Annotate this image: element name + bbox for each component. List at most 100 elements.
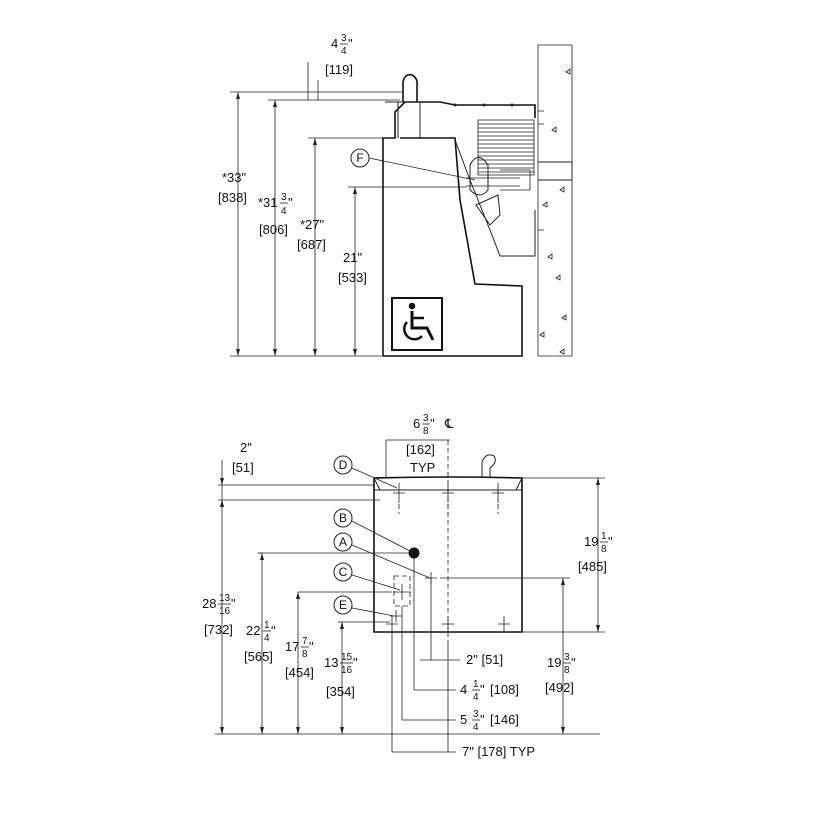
svg-text:[492]: [492] <box>545 680 574 695</box>
svg-text:[108]: [108] <box>490 682 519 697</box>
svg-text:6: 6 <box>413 416 420 431</box>
dim-horiz-3: 5 3 4 " [146] <box>460 709 519 733</box>
svg-text:19: 19 <box>547 655 561 670</box>
svg-text:[533]: [533] <box>338 270 367 285</box>
dim-spacing: 6 3 8 " ℄ [162] TYP <box>406 413 454 475</box>
svg-text:TYP: TYP <box>410 460 435 475</box>
svg-text:3: 3 <box>281 192 287 203</box>
svg-text:16: 16 <box>219 606 231 617</box>
svg-text:*31: *31 <box>258 195 278 210</box>
svg-text:*33": *33" <box>222 170 247 185</box>
svg-text:[687]: [687] <box>297 237 326 252</box>
svg-text:19: 19 <box>584 534 598 549</box>
svg-text:4: 4 <box>264 633 270 644</box>
svg-text:": " <box>271 623 276 638</box>
svg-text:4: 4 <box>341 46 347 57</box>
dim-horiz-1: 2" [51] <box>466 652 503 667</box>
svg-text:[119]: [119] <box>325 62 353 77</box>
dim-top-offset: 4 3 4 " [119] <box>325 33 353 77</box>
cabinet-front <box>383 137 523 357</box>
bubbler <box>402 73 418 102</box>
svg-text:7: 7 <box>302 636 308 647</box>
callout-f-leader <box>368 157 476 181</box>
top-bolt-holes <box>393 483 504 514</box>
side-view: F 4 3 4 " <box>218 33 573 357</box>
callout-a: A <box>333 532 431 579</box>
svg-text:13: 13 <box>219 593 231 604</box>
callout-f-label: F <box>356 151 363 165</box>
callout-c: C <box>333 562 401 591</box>
svg-text:8: 8 <box>601 544 607 555</box>
svg-text:13: 13 <box>324 655 338 670</box>
svg-text:28: 28 <box>202 596 216 611</box>
svg-text:1: 1 <box>601 531 607 542</box>
wheelchair-icon <box>391 297 443 351</box>
supply-box-c <box>393 575 411 607</box>
dim-left-top: 2" [51] <box>232 440 254 475</box>
dim-height-2: *31 3 4 " [806] <box>258 192 293 237</box>
svg-text:D: D <box>339 458 348 472</box>
svg-text:": " <box>288 195 293 210</box>
svg-text:8: 8 <box>564 665 570 676</box>
front-dimensions <box>215 439 605 753</box>
svg-text:": " <box>348 36 353 51</box>
svg-text:1: 1 <box>264 620 270 631</box>
callout-e: E <box>333 595 395 617</box>
svg-text:5: 5 <box>460 712 467 727</box>
dim-height-right: 19 1 8 " [485] <box>578 531 613 574</box>
dim-height-right-2: 19 3 8 " [492] <box>545 652 576 695</box>
svg-text:3: 3 <box>341 33 347 44</box>
svg-text:A: A <box>339 535 347 549</box>
dim-height-4: 21" [533] <box>338 250 367 285</box>
svg-text:[354]: [354] <box>326 684 355 699</box>
wall-hatch-marks <box>539 68 571 355</box>
svg-text:": " <box>571 655 576 670</box>
svg-text:16: 16 <box>341 665 353 676</box>
dim-horiz-4: 7" [178] TYP <box>462 744 535 759</box>
svg-text:C: C <box>339 565 348 579</box>
svg-text:4: 4 <box>460 682 467 697</box>
svg-text:E: E <box>339 598 347 612</box>
svg-text:[838]: [838] <box>218 190 247 205</box>
svg-text:": " <box>231 596 236 611</box>
dim-overall-height: *33" [838] <box>218 170 247 205</box>
svg-text:4: 4 <box>473 722 479 733</box>
dim-height-d: 13 15 16 " [354] <box>324 652 358 699</box>
svg-text:[485]: [485] <box>578 559 607 574</box>
side-dimensions <box>230 62 466 357</box>
svg-text:2": 2" <box>240 440 252 455</box>
callout-b: B <box>333 508 411 552</box>
dim-height-3: *27" [687] <box>297 217 326 252</box>
internal-plumbing <box>454 139 536 257</box>
svg-text:3: 3 <box>564 652 570 663</box>
louvre-grille <box>477 119 535 176</box>
svg-text:15: 15 <box>341 652 353 663</box>
svg-text:[732]: [732] <box>204 622 233 637</box>
svg-text:": " <box>608 534 613 549</box>
svg-text:22: 22 <box>246 623 260 638</box>
svg-text:21": 21" <box>343 250 362 265</box>
outlet-b <box>408 547 420 559</box>
svg-text:B: B <box>339 511 347 525</box>
svg-text:[51]: [51] <box>232 460 254 475</box>
svg-text:3: 3 <box>473 709 479 720</box>
svg-text:": " <box>430 416 435 431</box>
svg-text:8: 8 <box>302 649 308 660</box>
dim-horiz-2: 4 1 4 " [108] <box>460 679 519 703</box>
svg-text:": " <box>353 655 358 670</box>
dim-height-c: 17 7 8 " [454] <box>285 636 314 680</box>
svg-text:8: 8 <box>423 426 429 437</box>
svg-text:": " <box>480 682 485 697</box>
svg-text:3: 3 <box>423 413 429 424</box>
svg-text:": " <box>309 639 314 654</box>
front-view: D B A C E <box>202 413 613 759</box>
bubbler-front <box>481 454 496 478</box>
svg-text:*27": *27" <box>300 217 325 232</box>
svg-text:[565]: [565] <box>244 649 273 664</box>
dim-height-a: 28 13 16 " [732] <box>202 593 236 637</box>
svg-text:17: 17 <box>285 639 299 654</box>
svg-text:1: 1 <box>473 679 479 690</box>
svg-text:[806]: [806] <box>259 222 288 237</box>
svg-text:4: 4 <box>473 692 479 703</box>
svg-text:[162]: [162] <box>406 442 435 457</box>
